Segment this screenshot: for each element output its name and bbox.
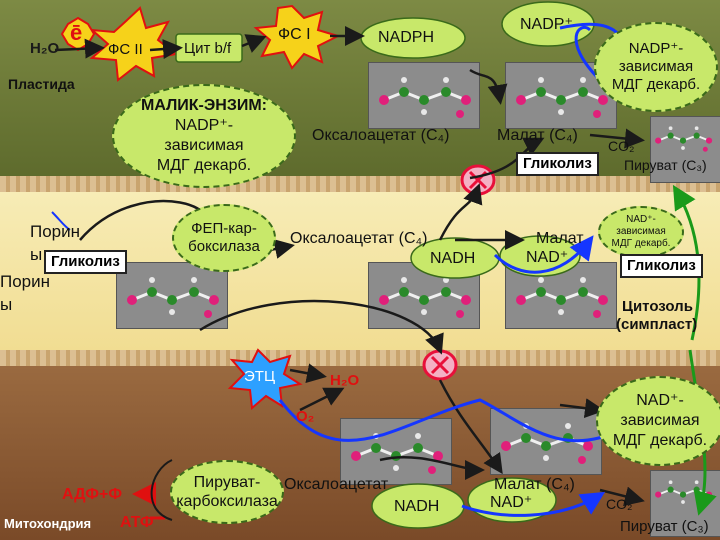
pyruvate-carboxylase-oval: Пируват- карбоксилаза xyxy=(170,460,284,524)
nadp-mdh-1: NADP⁺- xyxy=(628,40,684,57)
malic-enzyme-desc-1: NADP⁺- xyxy=(174,117,234,134)
fs2-label: ФС II xyxy=(108,41,143,58)
malic-enzyme-title: МАЛИК-ЭНЗИМ: xyxy=(140,97,267,114)
nadph-label: NADPH xyxy=(378,29,435,46)
pyruvate-chloro: Пируват (С₃) xyxy=(624,157,707,173)
cytosol-label-2: (симпласт) xyxy=(616,316,698,333)
pyruvate-carboxylase-1: Пируват- xyxy=(193,474,261,491)
nadh-mito: NADH xyxy=(394,498,440,515)
glycolysis-chloro: Гликолиз xyxy=(516,152,599,176)
nadp-mdh-oval: NADP⁺- зависимая МДГ декарб. xyxy=(594,22,718,112)
small-mdh-2: зависимая xyxy=(616,226,666,237)
pep-carboxylase-oval: ФЕП-кар- боксилаза xyxy=(172,204,276,272)
glycolysis-cytosol-left: Гликолиз xyxy=(44,250,127,274)
o2-mito: O₂ xyxy=(296,408,315,425)
fs1-burst xyxy=(253,4,341,70)
oxaloacetate-mito: Оксалоацетат xyxy=(284,476,389,493)
etc-label: ЭТЦ xyxy=(244,368,276,385)
malic-enzyme-desc-2: зависимая xyxy=(164,137,244,154)
mitochondrion-label: Митохондрия xyxy=(4,516,92,531)
plastid-label: Пластида xyxy=(8,76,75,92)
nadp-mdh-2: зависимая xyxy=(618,58,694,75)
adp-label: АДФ+Ф xyxy=(62,486,122,503)
molecule-atoms xyxy=(499,421,595,466)
molecule-image xyxy=(650,116,720,183)
molecule-atoms xyxy=(654,125,714,153)
molecule-atoms xyxy=(377,75,473,120)
malate-chloro: Малат (С₄) xyxy=(497,127,578,144)
electron-label: ē xyxy=(70,20,83,45)
h2o-mito: H₂O xyxy=(330,372,360,389)
porin-top-label-2: ы xyxy=(30,245,43,264)
molecule-atoms xyxy=(377,275,473,320)
malate-cytosol: Малат xyxy=(536,230,584,247)
molecule-atoms xyxy=(514,75,610,120)
molecule-atoms xyxy=(125,275,221,320)
small-mdh-oval: NAD⁺- зависимая МДГ декарб. xyxy=(598,206,684,258)
nad-mdh-1: NAD⁺- xyxy=(636,392,684,409)
mitochondrion-channel xyxy=(422,349,458,381)
small-mdh-1: NAD⁺- xyxy=(626,214,656,225)
glycolysis-cytosol-right: Гликолиз xyxy=(620,254,703,278)
co2-chloro: CO₂ xyxy=(608,138,635,154)
malate-mito: Малат (С₄) xyxy=(494,476,575,493)
fs2-burst xyxy=(89,6,179,82)
molecule-atoms xyxy=(514,275,610,320)
nad-mdh-oval: NAD⁺- зависимая МДГ декарб. xyxy=(596,376,720,466)
cyt-label: Цит b/f xyxy=(184,40,232,57)
atp-label: АТФ xyxy=(120,514,154,531)
porin-top-label: Порин xyxy=(30,222,81,241)
porin-bottom-label-2: ы xyxy=(0,295,13,314)
pep-carboxylase-2: боксилаза xyxy=(188,238,260,255)
oxaloacetate-chloro: Оксалоацетат (С₄) xyxy=(312,127,450,144)
nad-plus-mito: NAD⁺ xyxy=(490,494,533,511)
malic-enzyme-desc-3: МДГ декарб. xyxy=(156,157,252,174)
oxaloacetate-cytosol: Оксалоацетат (С₄) xyxy=(290,230,428,247)
co2-mito: CO₂ xyxy=(606,496,633,512)
h2o-label: H₂O xyxy=(30,40,60,57)
nadp-plus-label: NADP⁺ xyxy=(520,16,573,33)
pyruvate-mito: Пируват (С₃) xyxy=(620,518,709,535)
malic-enzyme-oval: МАЛИК-ЭНЗИМ: NADP⁺- зависимая МДГ декарб… xyxy=(112,84,296,188)
porin-bottom-label: Порин xyxy=(0,272,51,291)
nad-plus-cytosol: NAD⁺ xyxy=(526,249,569,266)
cytosol-label-1: Цитозоль xyxy=(622,298,693,315)
small-mdh-3: МДГ декарб. xyxy=(611,238,671,249)
mitochondrion-membrane xyxy=(0,350,720,366)
nad-plus-mito-oval xyxy=(467,477,557,523)
pep-carboxylase-1: ФЕП-кар- xyxy=(191,220,257,237)
nad-mdh-3: МДГ декарб. xyxy=(612,432,708,449)
nad-mdh-2: зависимая xyxy=(620,412,700,429)
nadh-cytosol: NADH xyxy=(430,250,476,267)
fs1-label: ФС I xyxy=(278,26,311,43)
nadp-mdh-3: МДГ декарб. xyxy=(611,76,701,93)
etc-burst xyxy=(227,348,303,410)
pyruvate-carboxylase-2: карбоксилаза xyxy=(176,493,278,510)
